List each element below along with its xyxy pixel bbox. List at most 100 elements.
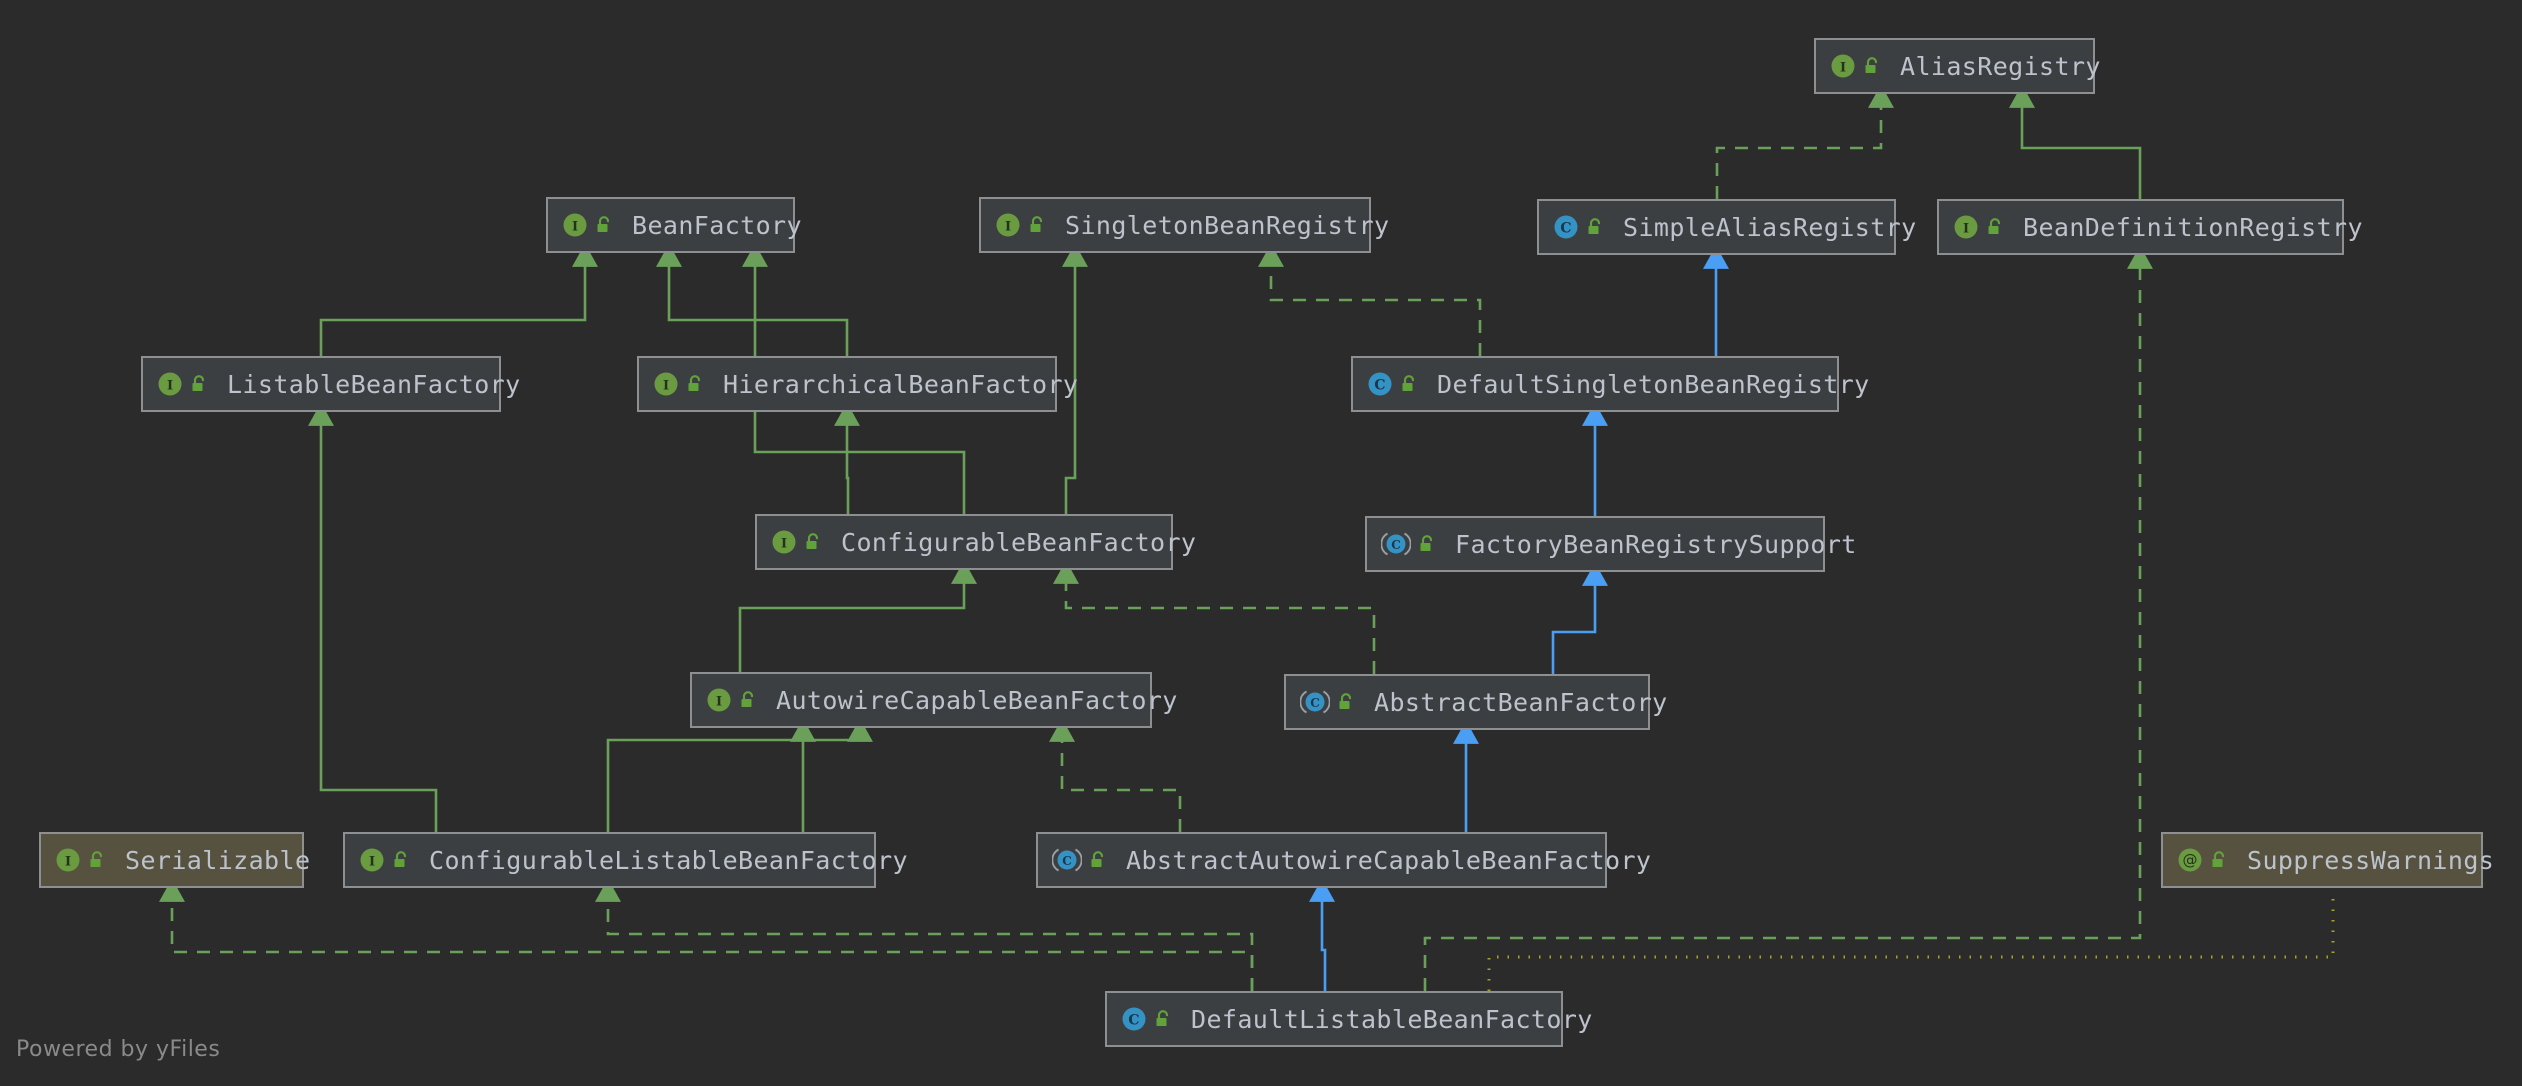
- node-icons: C: [1367, 371, 1418, 397]
- uml-node-SuppressWarnings[interactable]: @ SuppressWarnings: [2161, 832, 2494, 888]
- svg-text:I: I: [1840, 61, 1846, 76]
- node-label: AbstractAutowireCapableBeanFactory: [1126, 845, 1652, 875]
- node-label: Serializable: [125, 845, 311, 875]
- node-label: SimpleAliasRegistry: [1623, 212, 1917, 242]
- public-lock-icon: [192, 375, 205, 391]
- edge-AutowireCapableBeanFactory-to-BeanFactory: [738, 560, 977, 672]
- node-label: BeanDefinitionRegistry: [2023, 212, 2363, 242]
- node-label: AutowireCapableBeanFactory: [776, 685, 1178, 715]
- public-lock-icon: [2212, 851, 2225, 867]
- node-label: BeanFactory: [632, 210, 802, 240]
- svg-text:C: C: [1310, 696, 1320, 710]
- svg-text:I: I: [167, 379, 173, 394]
- edge-ConfigurableListableBeanFactory-to-ConfigurableBeanFactory: [606, 718, 873, 832]
- edge-DefaultListableBeanFactory-to-AbstractAutowireCapableBeanFactory: [1309, 878, 1335, 991]
- interface-icon: I: [707, 688, 731, 712]
- uml-node-SimpleAliasRegistry[interactable]: C SimpleAliasRegistry: [1537, 199, 1916, 255]
- svg-text:I: I: [369, 855, 375, 870]
- interface-icon: I: [1954, 215, 1978, 239]
- yfiles-watermark: Powered by yFiles: [16, 1037, 221, 1062]
- node-icons: C: [1052, 847, 1107, 873]
- edge-AbstractBeanFactory-to-ConfigurableBeanFactory: [1053, 560, 1376, 674]
- node-label: ConfigurableListableBeanFactory: [429, 845, 908, 875]
- uml-node-ConfigurableListableBeanFactory[interactable]: I ConfigurableListableBeanFactory: [343, 832, 908, 888]
- edge-AbstractBeanFactory-to-FactoryBeanRegistrySupport: [1551, 562, 1608, 674]
- svg-text:I: I: [572, 220, 578, 235]
- class-icon: C: [1368, 372, 1392, 396]
- uml-node-HierarchicalBeanFactory[interactable]: I HierarchicalBeanFactory: [637, 356, 1078, 412]
- node-icons: I: [1830, 53, 1881, 79]
- edge-DefaultListableBeanFactory-to-Serializable: [159, 878, 1254, 991]
- svg-text:I: I: [781, 537, 787, 552]
- public-lock-icon: [1420, 535, 1433, 551]
- svg-text:C: C: [1560, 221, 1571, 237]
- edge-BeanDefinitionRegistry-to-AliasRegistry: [2009, 84, 2142, 199]
- interface-icon: I: [654, 372, 678, 396]
- node-icons: I: [562, 212, 613, 238]
- uml-node-Serializable[interactable]: I Serializable: [39, 832, 310, 888]
- node-icons: C: [1553, 214, 1604, 240]
- svg-text:I: I: [1963, 222, 1969, 237]
- interface-icon: I: [56, 848, 80, 872]
- edge-ConfigurableBeanFactory-to-HierarchicalBeanFactory: [834, 402, 860, 514]
- public-lock-icon: [1156, 1010, 1169, 1026]
- uml-node-AutowireCapableBeanFactory[interactable]: I AutowireCapableBeanFactory: [690, 672, 1177, 728]
- public-lock-icon: [741, 691, 754, 707]
- abstract-class-icon: C: [1300, 690, 1330, 714]
- uml-node-ListableBeanFactory[interactable]: I ListableBeanFactory: [141, 356, 520, 412]
- edge-AbstractAutowireCapableBeanFactory-to-AutowireCapableBeanFactory: [1049, 718, 1182, 832]
- node-label: HierarchicalBeanFactory: [723, 369, 1079, 399]
- node-icons: I: [1953, 214, 2004, 240]
- node-label: DefaultSingletonBeanRegistry: [1437, 369, 1870, 399]
- interface-icon: I: [563, 213, 587, 237]
- uml-node-AliasRegistry[interactable]: I AliasRegistry: [1814, 38, 2100, 94]
- node-icons: I: [653, 371, 704, 397]
- node-label: AliasRegistry: [1900, 51, 2101, 81]
- node-icons: C: [1121, 1006, 1172, 1032]
- svg-text:I: I: [716, 695, 722, 710]
- interface-icon: I: [158, 372, 182, 396]
- abstract-class-icon: C: [1381, 532, 1411, 556]
- svg-text:C: C: [1391, 538, 1401, 552]
- node-icons: I: [995, 212, 1046, 238]
- uml-node-ConfigurableBeanFactory[interactable]: I ConfigurableBeanFactory: [755, 514, 1196, 570]
- public-lock-icon: [688, 375, 701, 391]
- public-lock-icon: [90, 851, 103, 867]
- uml-node-DefaultSingletonBeanRegistry[interactable]: C DefaultSingletonBeanRegistry: [1351, 356, 1869, 412]
- node-label: ConfigurableBeanFactory: [841, 527, 1197, 557]
- uml-node-AbstractBeanFactory[interactable]: C AbstractBeanFactory: [1284, 674, 1667, 730]
- uml-node-FactoryBeanRegistrySupport[interactable]: C FactoryBeanRegistrySupport: [1365, 516, 1856, 572]
- public-lock-icon: [1091, 851, 1104, 867]
- edge-SimpleAliasRegistry-to-AliasRegistry: [1715, 84, 1894, 199]
- edge-DefaultListableBeanFactory-to-ConfigurableListableBeanFactory: [595, 878, 1254, 991]
- public-lock-icon: [1865, 57, 1878, 73]
- node-label: FactoryBeanRegistrySupport: [1455, 529, 1857, 559]
- svg-text:C: C: [1374, 378, 1385, 394]
- node-label: DefaultListableBeanFactory: [1191, 1004, 1593, 1034]
- uml-node-DefaultListableBeanFactory[interactable]: C DefaultListableBeanFactory: [1105, 991, 1592, 1047]
- uml-node-BeanFactory[interactable]: I BeanFactory: [546, 197, 802, 253]
- annotation-icon: @: [2178, 848, 2202, 872]
- edge-HierarchicalBeanFactory-to-BeanFactory: [656, 243, 849, 356]
- uml-node-AbstractAutowireCapableBeanFactory[interactable]: C AbstractAutowireCapableBeanFactory: [1036, 832, 1651, 888]
- node-icons: I: [359, 847, 410, 873]
- node-icons: I: [157, 371, 208, 397]
- public-lock-icon: [394, 851, 407, 867]
- public-lock-icon: [1030, 216, 1043, 232]
- svg-text:C: C: [1062, 854, 1072, 868]
- node-label: ListableBeanFactory: [227, 369, 521, 399]
- uml-node-BeanDefinitionRegistry[interactable]: I BeanDefinitionRegistry: [1937, 199, 2363, 255]
- node-label: AbstractBeanFactory: [1374, 687, 1668, 717]
- edge-DefaultSingletonBeanRegistry-to-SingletonBeanRegistry: [1258, 243, 1482, 356]
- interface-icon: I: [772, 530, 796, 554]
- class-icon: C: [1554, 215, 1578, 239]
- svg-text:I: I: [663, 379, 669, 394]
- public-lock-icon: [597, 216, 610, 232]
- abstract-class-icon: C: [1052, 848, 1082, 872]
- node-icons: C: [1381, 531, 1436, 557]
- public-lock-icon: [1402, 375, 1415, 391]
- node-label: SuppressWarnings: [2247, 845, 2495, 875]
- svg-text:@: @: [2183, 851, 2198, 869]
